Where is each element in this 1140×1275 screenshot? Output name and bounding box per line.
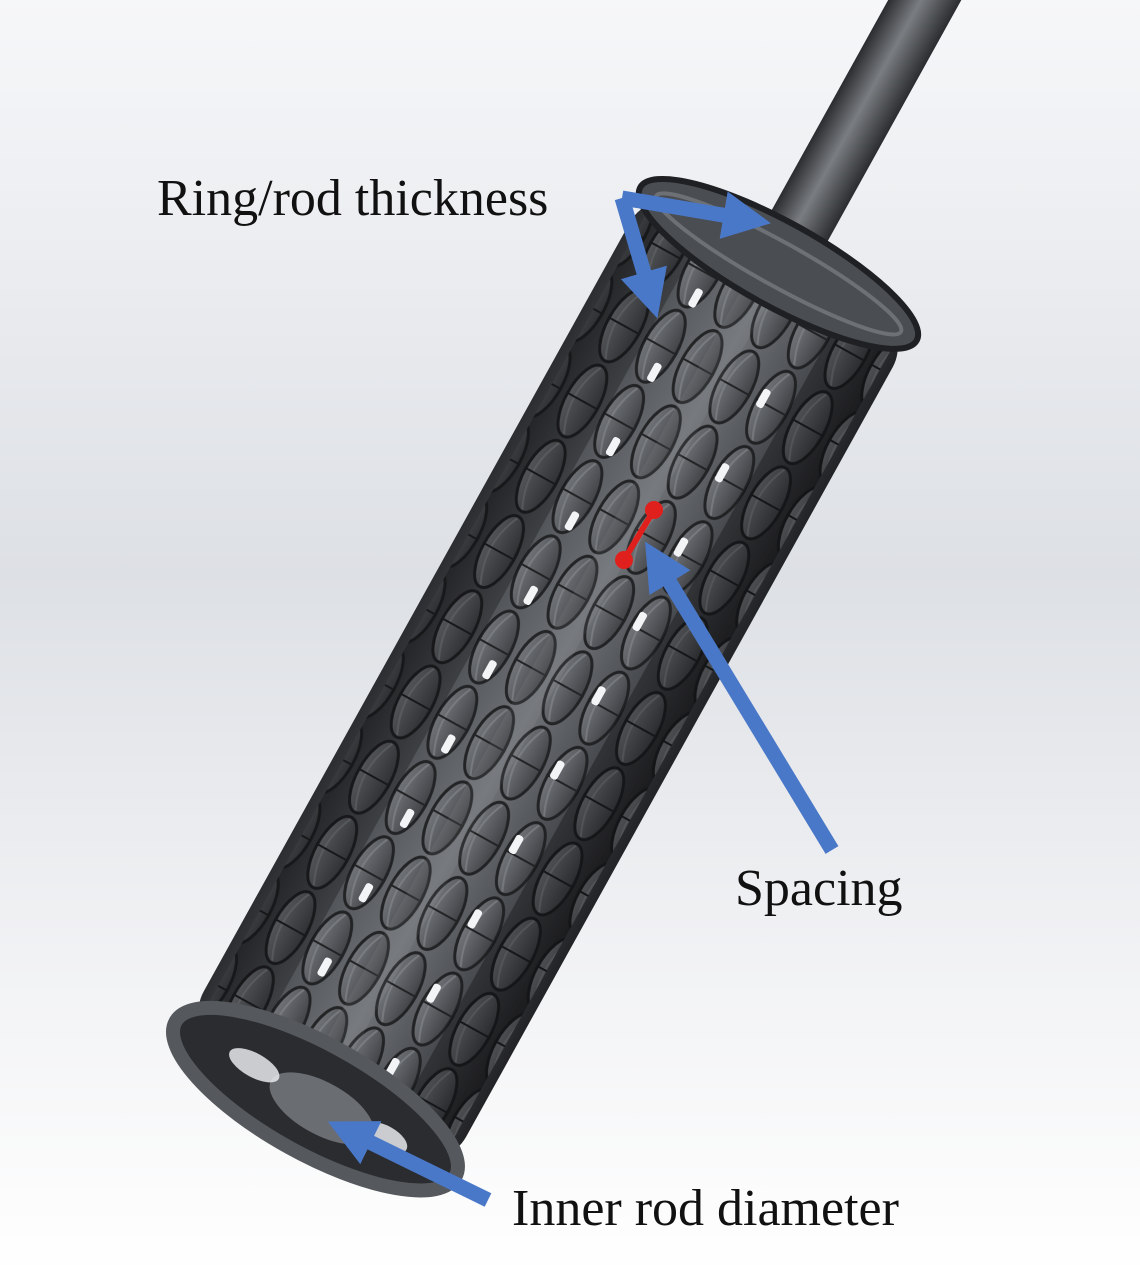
ring-rod-thickness-label: Ring/rod thickness xyxy=(157,170,548,227)
top-end-ring xyxy=(635,175,922,352)
top-shaft xyxy=(755,0,986,271)
woven-surface xyxy=(195,196,901,1163)
inner-rod-diameter-label: Inner rod diameter xyxy=(512,1180,899,1237)
spacing-label: Spacing xyxy=(735,860,903,917)
spacing-arrow xyxy=(645,541,839,854)
thickness-arrow-down xyxy=(614,195,667,319)
inner-rod-arrow xyxy=(327,1121,492,1207)
thickness-arrow-right xyxy=(620,190,771,239)
spacing-marker xyxy=(615,501,663,569)
annotation-arrows xyxy=(327,190,839,1207)
